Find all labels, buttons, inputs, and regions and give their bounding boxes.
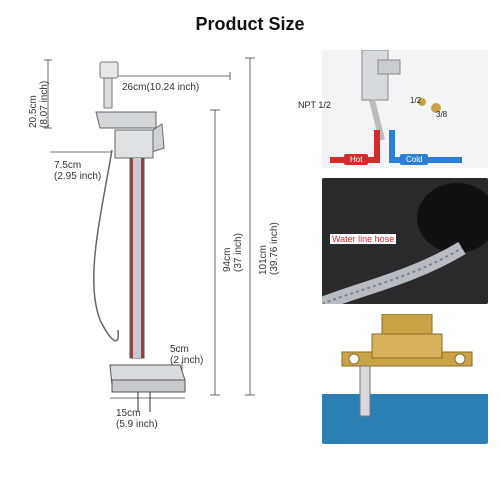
hot-label: Hot	[344, 154, 369, 165]
shower-hose	[92, 149, 119, 342]
dim-base-height: 5cm(2 inch)	[170, 344, 204, 366]
dim-spout-drop: 20.5cm(8.07 inch)	[28, 80, 50, 128]
water-hose-panel	[322, 178, 488, 304]
fitting-large-label: 3/8	[436, 110, 448, 119]
dim-total-height: 101cm(39.76 inch)	[258, 222, 280, 275]
mixer-body	[114, 129, 154, 159]
pipe-connection-panel	[322, 50, 488, 168]
faucet-drawing	[44, 57, 255, 412]
dim-spout-reach: 26cm(10.24 inch)	[122, 82, 200, 93]
dim-base-width: 15cm(5.9 inch)	[116, 408, 158, 430]
dim-spout-height: 94cm(37 inch)	[222, 233, 244, 272]
dim-handle-offset: 7.5cm(2.95 inch)	[54, 160, 102, 182]
cold-label: Cold	[400, 154, 429, 165]
page-title: Product Size	[195, 14, 305, 34]
water-hose-label: Water line hose	[330, 234, 397, 244]
fitting-small-label: 1/2	[410, 96, 422, 105]
spout	[95, 111, 157, 129]
floor-mount-panel	[322, 314, 488, 444]
hand-shower-handle	[103, 77, 113, 109]
hand-shower-head	[99, 61, 119, 79]
npt-label: NPT 1/2	[298, 100, 331, 110]
